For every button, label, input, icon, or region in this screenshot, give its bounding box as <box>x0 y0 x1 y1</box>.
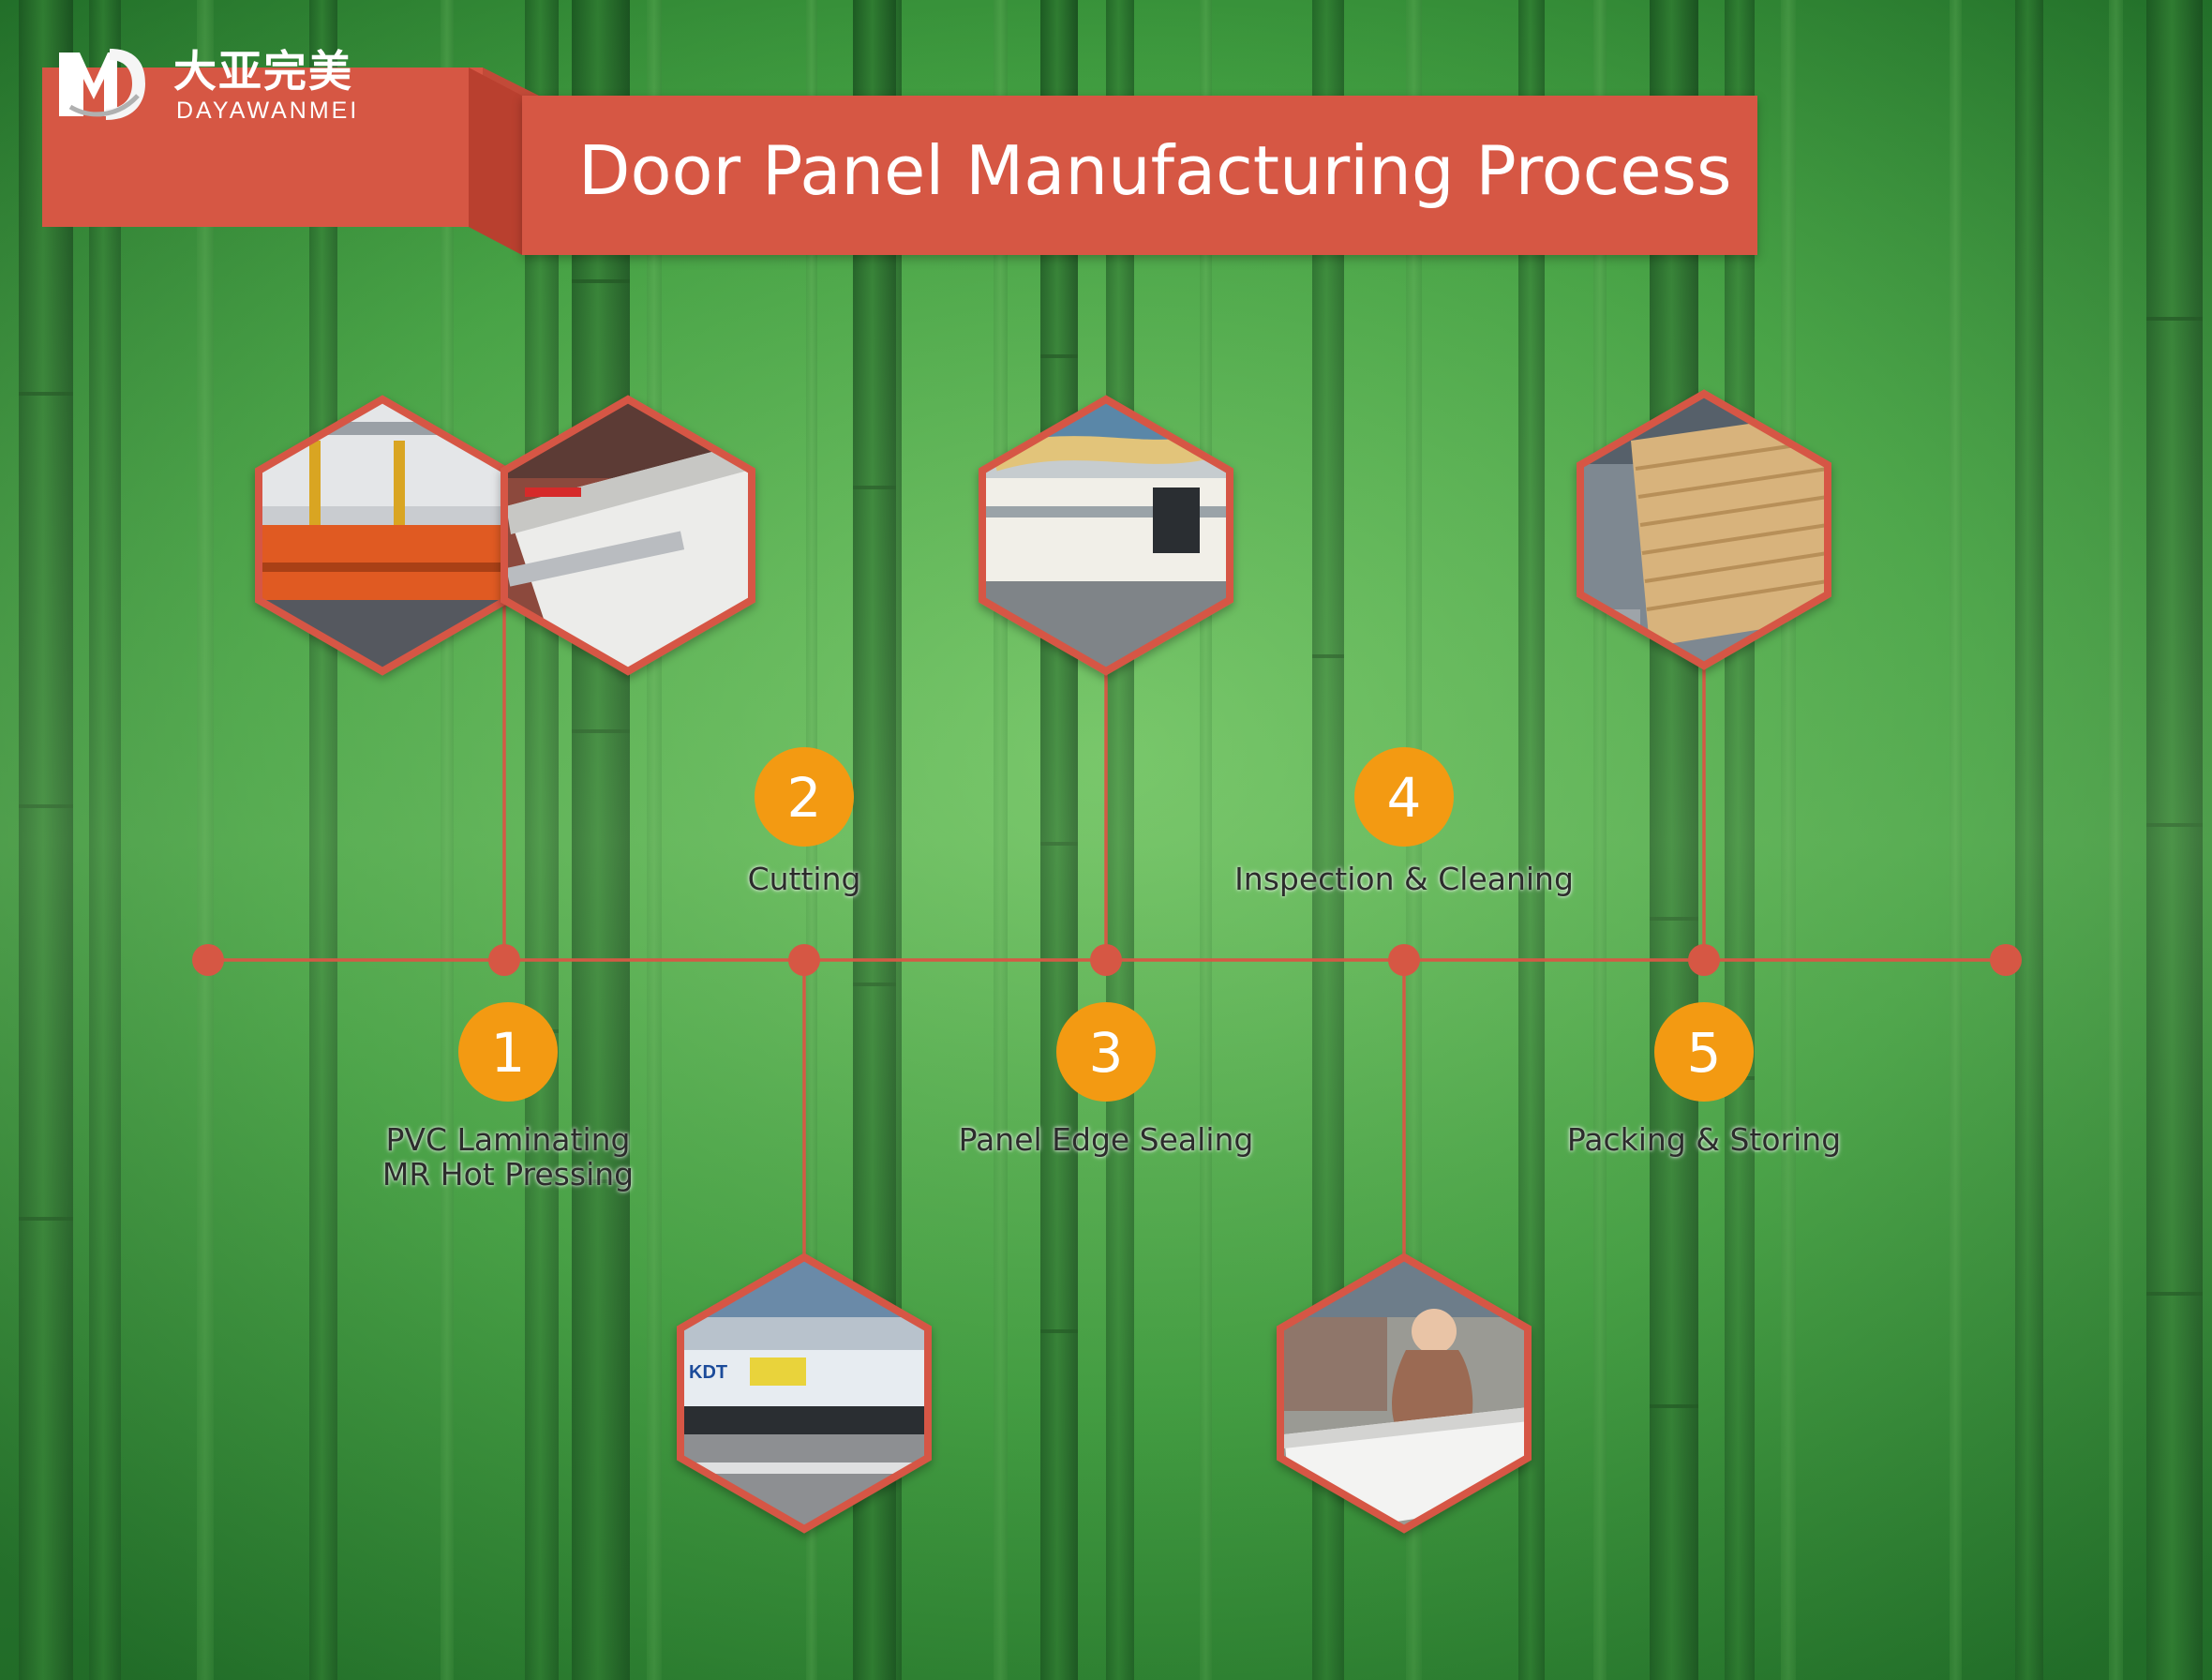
panel-saw-photo: KDT <box>677 1252 932 1534</box>
page-title: Door Panel Manufacturing Process <box>578 131 1732 210</box>
step-2-number: 2 <box>787 766 822 830</box>
step-4-number: 4 <box>1387 766 1422 830</box>
svg-text:KDT: KDT <box>689 1362 727 1383</box>
step-1-number: 1 <box>491 1021 526 1085</box>
step-1-label-line-2: MR Hot Pressing <box>381 1156 635 1192</box>
step-5-marker: 5 <box>1654 1002 1754 1102</box>
edge-banding-machine-photo <box>979 395 1233 676</box>
step-2-label-line-1: Cutting <box>747 861 861 897</box>
title-banner: Door Panel Manufacturing Process <box>522 96 1757 255</box>
step-3-label: Panel Edge Sealing <box>959 1122 1254 1157</box>
step-4-label-line-1: Inspection & Cleaning <box>1234 861 1574 897</box>
worker-inspection-photo <box>1277 1252 1532 1534</box>
step-3-marker: 3 <box>1056 1002 1156 1102</box>
step-3-number: 3 <box>1089 1021 1124 1085</box>
pvc-film-roller-photo <box>501 395 755 676</box>
title-banner-fold <box>469 68 522 255</box>
step-4-label: Inspection & Cleaning <box>1234 862 1574 896</box>
step-1-label: PVC Laminating MR Hot Pressing <box>382 1122 634 1192</box>
step-3-label-line-1: Panel Edge Sealing <box>958 1121 1254 1158</box>
timeline-connectors <box>502 600 1706 1257</box>
brand-name-cn: 大亚完美 <box>173 46 353 97</box>
step-1-marker: 1 <box>458 1002 558 1102</box>
timeline-nodes <box>192 944 2022 976</box>
step-2-label: Cutting <box>748 862 861 896</box>
step-2-marker: 2 <box>755 747 854 847</box>
step-1-label-line-1: PVC Laminating <box>385 1121 631 1158</box>
step-5-label: Packing & Storing <box>1567 1122 1841 1157</box>
brand-name-en: DAYAWANMEI <box>176 98 360 124</box>
step-5-number: 5 <box>1687 1021 1722 1085</box>
step-5-label-line-1: Packing & Storing <box>1566 1121 1842 1158</box>
step-4-marker: 4 <box>1354 747 1454 847</box>
md-logo-icon <box>52 41 145 126</box>
packed-panels-photo <box>1577 389 1831 670</box>
laminating-line-photo <box>255 395 510 676</box>
